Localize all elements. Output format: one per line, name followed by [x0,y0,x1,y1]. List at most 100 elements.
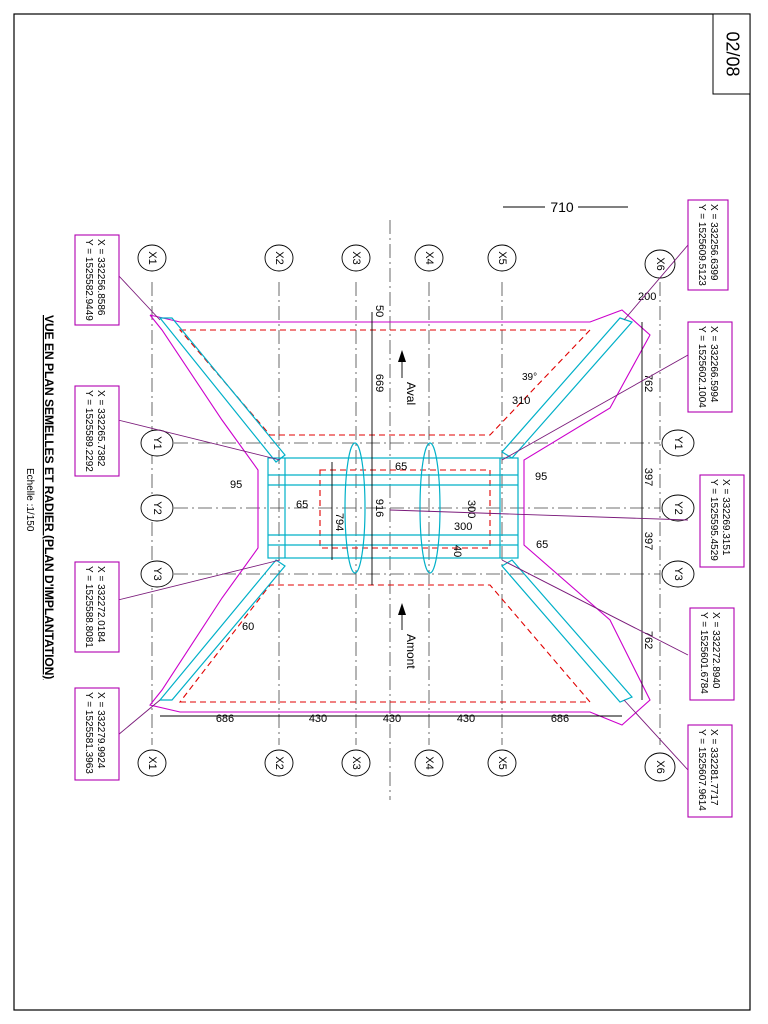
grid-label: X6 [654,257,666,270]
coordinate-y: Y = 1525588.8081 [83,566,94,648]
flow-label-amont: Amont [404,634,418,669]
dimension-bottom: 430 [383,713,401,725]
coordinate-box: X = 332256.8586 Y = 1525582.9449 [74,234,120,326]
grid-label: Y3 [672,567,684,580]
dim-label: 200 [638,291,656,303]
dimension-right: 762 [642,374,654,392]
coordinate-box: X = 332272.8940 Y = 1525601.6784 [689,607,735,701]
grid-bubble-x6-bottom: X6 [644,752,676,782]
dim-label: 65 [395,461,407,473]
dimension-right: 397 [642,532,654,550]
grid-label: X5 [496,756,508,769]
coordinate-y: Y = 1525595.4529 [708,479,719,561]
dimension-chain-bottom: 686 430 430 430 686 [160,713,622,725]
grid-bubble-x5-bottom: X5 [487,749,517,777]
dimension-inner: 794 [333,513,345,531]
raft-outline [149,309,651,726]
grid-bubble-x1-bottom: X1 [137,749,167,777]
flow-arrows: Aval Amont [398,350,418,669]
grid-bubble-x2-top: X2 [264,244,294,272]
grid-label: X4 [423,756,435,769]
central-beams [267,442,519,574]
grid-label: Y1 [672,436,684,449]
grid-bubble-y1-left: Y1 [140,429,174,457]
raft-inner-dashed-bottom [178,584,592,703]
dimension-inner: 669 [373,374,385,392]
grid-bubbles-top: X1 X2 X3 X4 X5 X6 [137,244,676,279]
grid-bubble-x3-bottom: X3 [341,749,371,777]
dim-label: 50 [373,305,385,317]
coordinate-boxes: X = 332256.6399 Y = 1525609.5123 X = 332… [74,199,745,818]
grid-bubbles-y: Y1 Y2 Y3 Y1 Y2 Y3 [140,429,695,588]
grid-bubble-y1-right: Y1 [661,429,695,457]
coordinate-leaders [117,244,689,771]
sheet-number: 02/08 [722,31,742,76]
coordinate-y: Y = 1525581.3963 [83,692,94,774]
grid-bubble-x3-top: X3 [341,244,371,272]
grid-label: X2 [273,756,285,769]
coordinate-x: X = 332272.0184 [95,566,106,643]
grid-label: X3 [350,251,362,264]
grid-bubble-x5-top: X5 [487,244,517,272]
grid-label: Y3 [151,567,163,580]
grid-bubble-y2-left: Y2 [140,494,174,522]
drawing-scale: Echelle :1/150 [24,468,35,532]
grid-axes-y [174,442,660,575]
grid-label: X3 [350,756,362,769]
coordinate-box: X = 332256.6399 Y = 1525609.5123 [687,199,729,291]
dimension-right: 397 [642,468,654,486]
coordinate-x: X = 332269.3151 [720,479,731,556]
dimension-710: 710 [550,199,574,215]
grid-label: X1 [146,756,158,769]
sheet-border [13,13,751,1011]
dimension-left-inner: 669 916 794 [331,312,385,585]
coordinate-x: X = 332279.9924 [95,692,106,769]
flow-label-aval: Aval [404,382,418,405]
coordinate-x: X = 332256.6399 [708,204,719,281]
sheet-number-box: 02/08 [712,13,751,95]
grid-label: X5 [496,251,508,264]
dim-label: 95 [535,471,547,483]
grid-bubble-x2-bottom: X2 [264,749,294,777]
drawing-title: VUE EN PLAN SEMELLES ET RADIER (PLAN D'I… [24,315,56,679]
coordinate-box: X = 332272.0184 Y = 1525588.8081 [74,561,120,653]
dim-label: 65 [536,539,548,551]
dim-label: 300 [454,521,472,533]
dimension-bottom: 686 [216,713,234,725]
coordinate-x: X = 332266.5994 [708,326,719,403]
coordinate-box: X = 332266.5994 Y = 1525602.1004 [687,321,733,413]
coordinate-y: Y = 1525582.9449 [83,239,94,321]
grid-label: X1 [146,251,158,264]
raft-center-dashed [319,469,491,549]
grid-label: Y2 [672,501,684,514]
dim-label: 40 [451,545,463,557]
dim-label: 310 [512,395,530,407]
grid-label: X4 [423,251,435,264]
dimension-top-overall: 710 [503,199,628,215]
coordinate-box: X = 332269.3151 Y = 1525595.4529 [699,474,745,568]
coordinate-y: Y = 1525607.9614 [696,729,707,811]
coordinate-y: Y = 1525602.1004 [696,326,707,408]
dimension-bottom: 686 [551,713,569,725]
grid-bubble-x4-bottom: X4 [414,749,444,777]
drawing-title-line1: VUE EN PLAN SEMELLES ET RADIER (PLAN D'I… [42,315,56,679]
grid-label: Y1 [151,436,163,449]
dim-label: 300 [465,500,477,518]
dimension-bottom: 430 [457,713,475,725]
coordinate-x: X = 332265.7382 [95,390,106,467]
coordinate-y: Y = 1525601.6784 [698,612,709,694]
dimension-bottom: 430 [309,713,327,725]
dim-label: 95 [230,479,242,491]
grid-label: Y2 [151,501,163,514]
grid-bubble-x1-top: X1 [137,244,167,272]
grid-label: X2 [273,251,285,264]
dimension-inner: 916 [373,499,385,517]
coordinate-x: X = 332272.8940 [710,612,721,689]
dimension-right: 762 [642,631,654,649]
grid-bubble-x4-top: X4 [414,244,444,272]
dim-label: 39° [522,372,537,383]
dimension-small: 50 200 39° 310 95 65 65 95 300 300 40 65… [230,291,656,633]
dim-label: 60 [242,621,254,633]
grid-bubble-y3-left: Y3 [140,560,174,588]
coordinate-y: Y = 1525609.5123 [696,204,707,286]
